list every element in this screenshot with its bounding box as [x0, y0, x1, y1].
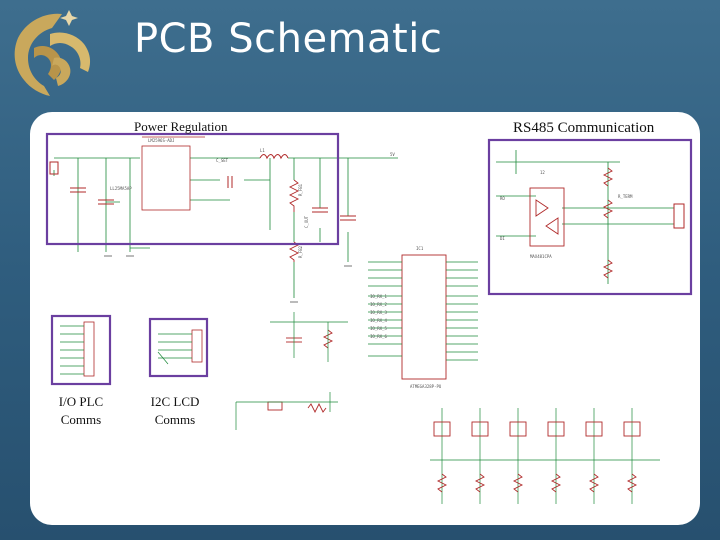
rs485-transceiver	[529, 187, 565, 247]
power-capacitors	[70, 176, 356, 221]
svg-text:12: 12	[540, 170, 545, 175]
i2c-lcd-highlight	[148, 317, 209, 378]
inductor-l1	[259, 153, 289, 160]
mcu-text-fragments: ATMEGA328P-PU IC1 IO_RX_1IO_RX_2 IO_RX_3…	[370, 246, 442, 389]
mcu-pins	[368, 261, 478, 361]
svg-text:C_OUT: C_OUT	[304, 215, 309, 228]
rs485-resistors	[602, 167, 614, 279]
svg-text:MAX481CPA: MAX481CPA	[530, 254, 552, 259]
schematic-panel: LM2596S-ADJ C_SET L1 R_FB1 R_FB2 C_OUT 5…	[30, 112, 700, 525]
svg-text:IC1: IC1	[416, 246, 424, 251]
misc-wires	[235, 312, 348, 430]
power-text-fragments: LM2596S-ADJ C_SET L1 R_FB1 R_FB2 C_OUT 5…	[110, 138, 395, 258]
svg-text:IO_RX_5: IO_RX_5	[370, 326, 387, 331]
svg-text:R_FB2: R_FB2	[298, 245, 303, 258]
svg-text:DI: DI	[500, 236, 505, 241]
svg-text:C_SET: C_SET	[216, 158, 229, 163]
slide-title: PCB Schematic	[134, 16, 443, 62]
svg-text:IO_RX_6: IO_RX_6	[370, 334, 387, 339]
svg-text:IO_RX_4: IO_RX_4	[370, 318, 387, 323]
svg-text:LM2596S-ADJ: LM2596S-ADJ	[148, 138, 175, 143]
i2c-lcd-label-line2: Comms	[154, 412, 196, 427]
io-plc-comms-label: I/O PLC Comms	[50, 393, 112, 429]
schematic-drawing: LM2596S-ADJ C_SET L1 R_FB1 R_FB2 C_OUT 5…	[45, 132, 693, 504]
power-connector	[49, 161, 59, 175]
svg-text:L1: L1	[260, 148, 265, 153]
power-regulation-circuit	[53, 157, 398, 298]
rs485-connector	[673, 203, 685, 229]
svg-text:5V: 5V	[390, 152, 395, 157]
i2c-lcd-connector	[191, 329, 203, 363]
io-plc-label-line1: I/O PLC	[58, 394, 104, 409]
power-ground-marks	[104, 255, 352, 303]
svg-text:RO: RO	[500, 196, 505, 201]
i2c-lcd-comms-label: I2C LCD Comms	[144, 393, 206, 429]
svg-text:R_TERM: R_TERM	[618, 194, 633, 199]
rs485-circuit	[496, 150, 675, 284]
rs485-text-fragments: MAX481CPA R_TERM RO DI 12	[500, 170, 633, 259]
io-plc-highlight	[50, 314, 112, 386]
pegasus-logo-icon	[14, 10, 91, 96]
power-regulation-highlight	[45, 132, 340, 246]
io-plc-wires	[60, 325, 84, 375]
rs485-communication-label: RS485 Communication	[513, 120, 655, 136]
power-regulation-label: Power Regulation	[134, 119, 228, 134]
regulator-ic	[141, 136, 205, 211]
svg-text:IO_RX_3: IO_RX_3	[370, 310, 387, 315]
rs485-highlight	[487, 138, 693, 296]
microcontroller	[401, 254, 447, 380]
svg-text:ATMEGA328P-PU: ATMEGA328P-PU	[410, 384, 442, 389]
i2c-lcd-label-line1: I2C LCD	[150, 394, 200, 409]
svg-text:LL25MA5AP: LL25MA5AP	[110, 186, 132, 191]
output-transistor-array	[430, 408, 660, 504]
output-resistors	[433, 421, 641, 493]
misc-components	[267, 329, 334, 414]
i2c-lcd-wires	[157, 333, 192, 365]
svg-text:IO_RX_2: IO_RX_2	[370, 302, 387, 307]
io-plc-label-line2: Comms	[60, 412, 102, 427]
svg-text:IO_RX_1: IO_RX_1	[370, 294, 387, 299]
svg-text:R_FB1: R_FB1	[298, 183, 303, 196]
io-plc-connector	[83, 321, 95, 377]
